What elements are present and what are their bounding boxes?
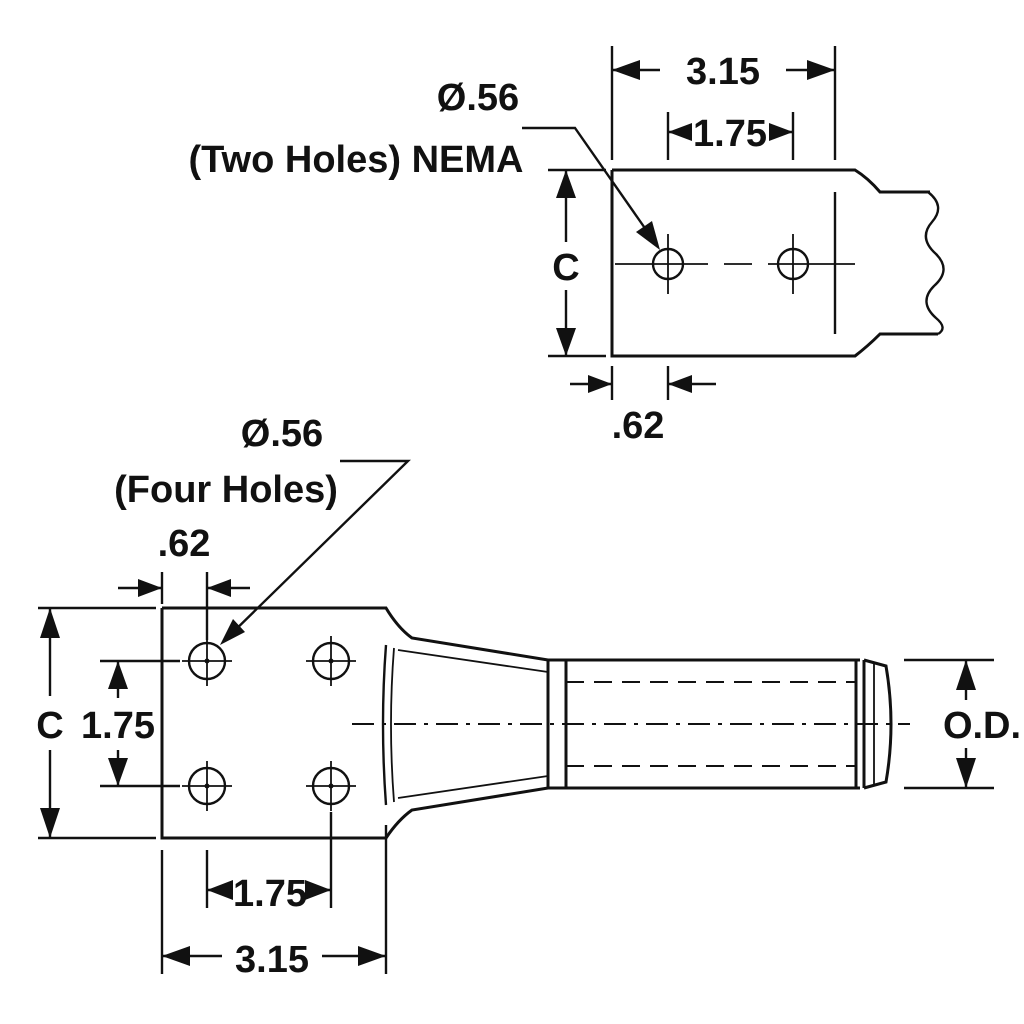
- lug-width-label: 3.15: [235, 939, 309, 981]
- nema-height-label: C: [552, 247, 579, 289]
- lug-hole-callout: Ø.56 (Four Holes): [114, 413, 411, 645]
- lug-edge-offset-dimension: .62: [118, 523, 250, 640]
- lug-horizontal-spacing-label: 1.75: [233, 873, 307, 915]
- lug-width-dimension: 3.15: [160, 825, 388, 981]
- nema-width-label: 3.15: [686, 51, 760, 93]
- nema-hole-callout: Ø.56 (Two Holes) NEMA: [189, 77, 660, 250]
- lug-vertical-spacing-dimension: 1.75: [81, 659, 180, 788]
- nema-tongue-outline: [610, 168, 945, 358]
- lug-vertical-spacing-label: 1.75: [81, 705, 155, 747]
- nema-hole-spacing-label: 1.75: [693, 113, 767, 155]
- lug-hole-bottom-left: [182, 761, 232, 811]
- lug-hole-top-right: [306, 636, 356, 686]
- nema-edge-offset-dimension: .62: [570, 366, 716, 447]
- lug-hole-bottom-right: [306, 761, 356, 811]
- nema-edge-offset-label: .62: [612, 405, 665, 447]
- lug-od-label: O.D.: [943, 705, 1021, 747]
- lug-hole-description-label: (Four Holes): [114, 469, 338, 511]
- nema-hole-diameter-label: Ø.56: [437, 77, 519, 119]
- lug-hole-top-left: [182, 636, 232, 686]
- nema-hole-spacing-dimension: 1.75: [666, 112, 795, 160]
- nema-two-hole-view: 3.15 1.75 Ø.56 (Two Holes) NEMA: [189, 46, 945, 447]
- four-hole-lug-view: Ø.56 (Four Holes) .62 C: [36, 413, 1021, 981]
- nema-height-dimension: C: [548, 168, 606, 358]
- lug-horizontal-spacing-dimension: 1.75: [205, 812, 333, 915]
- lug-hole-diameter-label: Ø.56: [241, 413, 323, 455]
- lug-edge-offset-label: .62: [158, 523, 211, 565]
- nema-hole-description-label: (Two Holes) NEMA: [189, 139, 524, 181]
- lug-height-label: C: [36, 705, 63, 747]
- lug-height-dimension: C: [36, 606, 156, 840]
- lug-body-outline: [160, 606, 910, 840]
- nema-width-dimension: 3.15: [610, 46, 837, 160]
- lug-od-dimension: O.D.: [904, 658, 1021, 790]
